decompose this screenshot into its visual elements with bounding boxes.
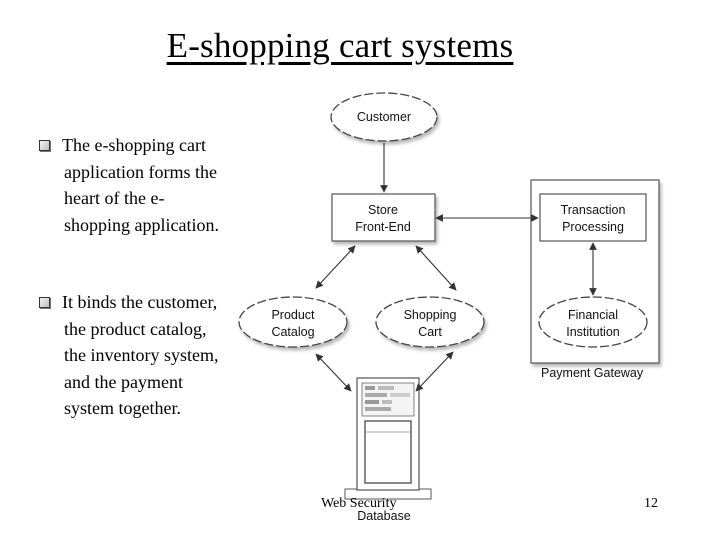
bullet-item: The e-shopping cart application forms th… bbox=[34, 132, 224, 238]
customer-label: Customer bbox=[357, 110, 411, 124]
transaction-processing-label-line1: Transaction bbox=[561, 203, 626, 217]
bullet-text: It binds the customer, the product catal… bbox=[62, 292, 219, 418]
arrow-catalog-database bbox=[315, 353, 352, 392]
customer-node: Customer bbox=[330, 92, 438, 142]
store-front-end-label-line2: Front-End bbox=[355, 220, 411, 234]
product-catalog-label-line2: Catalog bbox=[271, 325, 314, 339]
database-server-node: Database bbox=[344, 377, 432, 523]
financial-institution-node: Financial Institution bbox=[538, 296, 648, 348]
square-bullet-icon bbox=[39, 140, 50, 151]
financial-institution-label-line2: Institution bbox=[566, 325, 620, 339]
slide-title: E-shopping cart systems bbox=[166, 26, 514, 65]
shopping-cart-node: Shopping Cart bbox=[375, 296, 485, 348]
shopping-cart-label-line1: Shopping bbox=[404, 308, 457, 322]
store-front-end-label-line1: Store bbox=[368, 203, 398, 217]
transaction-processing-label-line2: Processing bbox=[562, 220, 624, 234]
transaction-processing-node: Transaction Processing bbox=[539, 193, 647, 242]
arrow-store-cart bbox=[415, 245, 457, 291]
square-bullet-icon bbox=[39, 297, 50, 308]
arrow-store-catalog bbox=[315, 245, 356, 289]
payment-gateway-label: Payment Gateway bbox=[541, 366, 644, 380]
product-catalog-label-line1: Product bbox=[271, 308, 315, 322]
footer-label: Web Security bbox=[321, 496, 397, 511]
financial-institution-label-line1: Financial bbox=[568, 308, 618, 322]
shopping-cart-label-line2: Cart bbox=[418, 325, 442, 339]
arrow-cart-database bbox=[415, 351, 454, 392]
diagram-connectors bbox=[315, 143, 597, 392]
database-label: Database bbox=[357, 509, 411, 523]
product-catalog-node: Product Catalog bbox=[238, 296, 348, 348]
store-front-end-node: Store Front-End bbox=[331, 193, 436, 242]
bullet-text: The e-shopping cart application forms th… bbox=[62, 135, 219, 235]
bullet-item: It binds the customer, the product catal… bbox=[34, 289, 224, 422]
page-number: 12 bbox=[644, 496, 658, 511]
